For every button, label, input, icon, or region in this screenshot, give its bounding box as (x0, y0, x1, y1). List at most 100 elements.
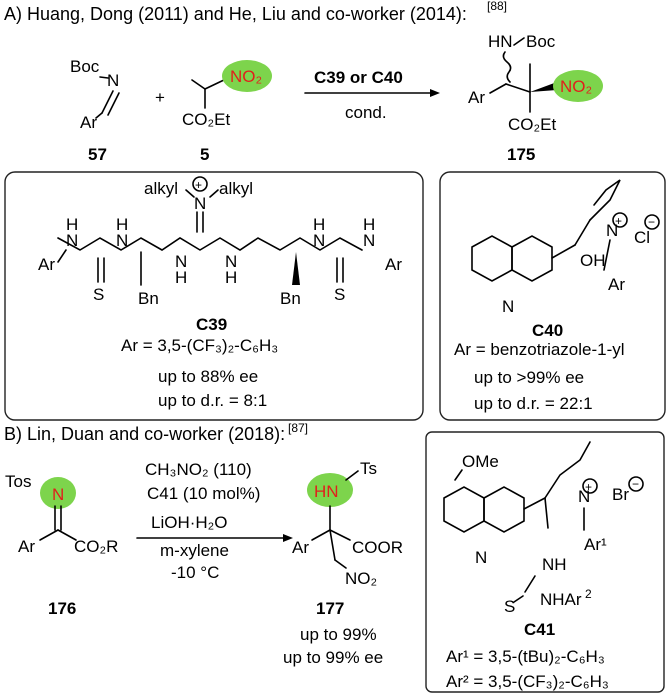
svg-text:up to 99%: up to 99% (300, 625, 377, 644)
svg-text:+: + (615, 214, 622, 228)
catalyst-c39-structure: alkyl alkyl + N alkyl Ar N H S H N Bn N … (38, 176, 402, 308)
svg-text:S: S (93, 285, 104, 304)
svg-text:CO₂Et: CO₂Et (182, 110, 230, 129)
svg-text:OH: OH (580, 251, 606, 270)
c41-ar2-definition: Ar² = 3,5-(CF₃)₂-C₆H₃ (446, 672, 609, 691)
svg-text:CO₂Et: CO₂Et (508, 115, 556, 134)
catalyst-c40-box (439, 171, 666, 421)
section-b-title: B) Lin, Duan and co-worker (2018): (4, 424, 285, 444)
svg-text:Boc: Boc (70, 57, 100, 76)
c39-ee: up to 88% ee (158, 367, 258, 386)
compound-5-label: 5 (200, 145, 209, 164)
svg-text:+: + (585, 480, 592, 494)
svg-text:N: N (52, 485, 64, 504)
c40-ar-definition: Ar = benzotriazole-1-yl (454, 340, 625, 359)
reactant-176: Tos N Ar CO₂R 176 (5, 472, 118, 618)
catalyst-c40-structure: N OH N + Cl − Ar (471, 179, 660, 316)
svg-text:Ar: Ar (468, 88, 485, 107)
c41-ar1-definition: Ar¹ = 3,5-(tBu)₂-C₆H₃ (446, 647, 605, 666)
svg-text:Bn: Bn (138, 289, 159, 308)
c40-label: C40 (532, 321, 563, 340)
svg-text:+: + (195, 178, 202, 192)
svg-text:NO₂: NO₂ (345, 569, 377, 588)
c40-dr: up to d.r. = 22:1 (474, 394, 593, 413)
svg-text:LiOH·H₂O: LiOH·H₂O (151, 513, 228, 532)
svg-text:N: N (225, 252, 237, 271)
svg-text:HN: HN (488, 32, 513, 51)
svg-text:N: N (116, 231, 128, 250)
svg-text:Cl: Cl (634, 228, 650, 247)
product-175: HN Boc Ar NO₂ CO₂Et 175 (468, 32, 603, 164)
svg-text:N: N (175, 252, 187, 271)
svg-text:S: S (334, 285, 345, 304)
svg-text:Ar: Ar (80, 113, 97, 132)
compound-177-label: 177 (316, 599, 344, 618)
svg-text:N: N (194, 194, 206, 213)
plus-sign: + (155, 88, 165, 107)
svg-text:cond.: cond. (345, 103, 387, 122)
svg-text:H: H (66, 215, 78, 234)
svg-text:NH: NH (542, 555, 567, 574)
svg-text:CO₂R: CO₂R (74, 537, 118, 556)
product-177: HN Ts Ar COOR NO₂ 177 up to 99% up to 99… (283, 459, 403, 667)
svg-text:H: H (116, 215, 128, 234)
catalyst-c39-box (4, 171, 424, 421)
c39-label: C39 (196, 315, 227, 334)
svg-text:Ar: Ar (18, 537, 35, 556)
compound-176-label: 176 (48, 599, 76, 618)
svg-text:NO₂: NO₂ (230, 67, 262, 86)
svg-text:CH₃NO₂ (110): CH₃NO₂ (110) (145, 460, 252, 479)
section-a-title: A) Huang, Dong (2011) and He, Liu and co… (4, 4, 467, 24)
catalyst-c41-box (425, 431, 665, 693)
svg-text:Ar: Ar (608, 275, 625, 294)
svg-text:Bn: Bn (280, 289, 301, 308)
svg-text:S: S (504, 597, 515, 616)
nitro-highlight (222, 60, 272, 92)
reaction-arrow-b: CH₃NO₂ (110) C41 (10 mol%) LiOH·H₂O m-xy… (136, 460, 293, 582)
section-b-ref: [87] (288, 421, 308, 435)
svg-text:C39 or C40: C39 or C40 (314, 68, 403, 87)
svg-text:H: H (225, 268, 237, 287)
c39-ar-definition: Ar = 3,5-(CF₃)₂-C₆H₃ (121, 336, 278, 355)
svg-text:N: N (502, 297, 514, 316)
svg-text:H: H (313, 215, 325, 234)
svg-text:COOR: COOR (352, 538, 403, 557)
svg-text:−: − (648, 215, 655, 229)
svg-text:H: H (363, 215, 375, 234)
svg-text:-10 °C: -10 °C (171, 563, 219, 582)
catalyst-c41-structure: OMe N N + Br − Ar¹ NH S NHAr 2 (443, 441, 644, 616)
svg-text:N: N (313, 231, 325, 250)
svg-text:m-xylene: m-xylene (160, 541, 229, 560)
svg-text:OMe: OMe (462, 452, 499, 471)
svg-text:Boc: Boc (526, 32, 556, 51)
svg-text:H: H (175, 268, 187, 287)
svg-text:alkyl: alkyl (219, 179, 253, 198)
svg-text:N: N (363, 231, 375, 250)
svg-text:Ar: Ar (38, 255, 55, 274)
svg-text:2: 2 (585, 587, 592, 601)
c39-dr: up to d.r. = 8:1 (158, 391, 267, 410)
reactant-57: Boc N Ar 57 (70, 57, 120, 164)
svg-text:N: N (107, 71, 119, 90)
svg-text:−: − (632, 477, 639, 491)
svg-text:alkyl: alkyl (144, 179, 178, 198)
svg-text:Br: Br (612, 485, 629, 504)
svg-text:NO₂: NO₂ (560, 77, 592, 96)
svg-text:Ar: Ar (385, 255, 402, 274)
svg-text:N: N (66, 231, 78, 250)
svg-text:Tos: Tos (5, 472, 31, 491)
reaction-arrow-a: C39 or C40 cond. (304, 68, 440, 122)
compound-175-label: 175 (507, 145, 535, 164)
c40-ee: up to >99% ee (474, 368, 584, 387)
section-a-ref: [88] (487, 0, 507, 13)
c41-label: C41 (524, 620, 555, 639)
reactant-5: NO₂ CO₂Et 5 (182, 60, 272, 164)
compound-57-label: 57 (88, 145, 107, 164)
svg-text:C41 (10 mol%): C41 (10 mol%) (147, 484, 260, 503)
svg-text:Ts: Ts (360, 459, 377, 478)
svg-text:N: N (475, 548, 487, 567)
svg-text:NHAr: NHAr (540, 590, 582, 609)
svg-text:HN: HN (314, 482, 339, 501)
svg-text:up to 99% ee: up to 99% ee (283, 648, 383, 667)
